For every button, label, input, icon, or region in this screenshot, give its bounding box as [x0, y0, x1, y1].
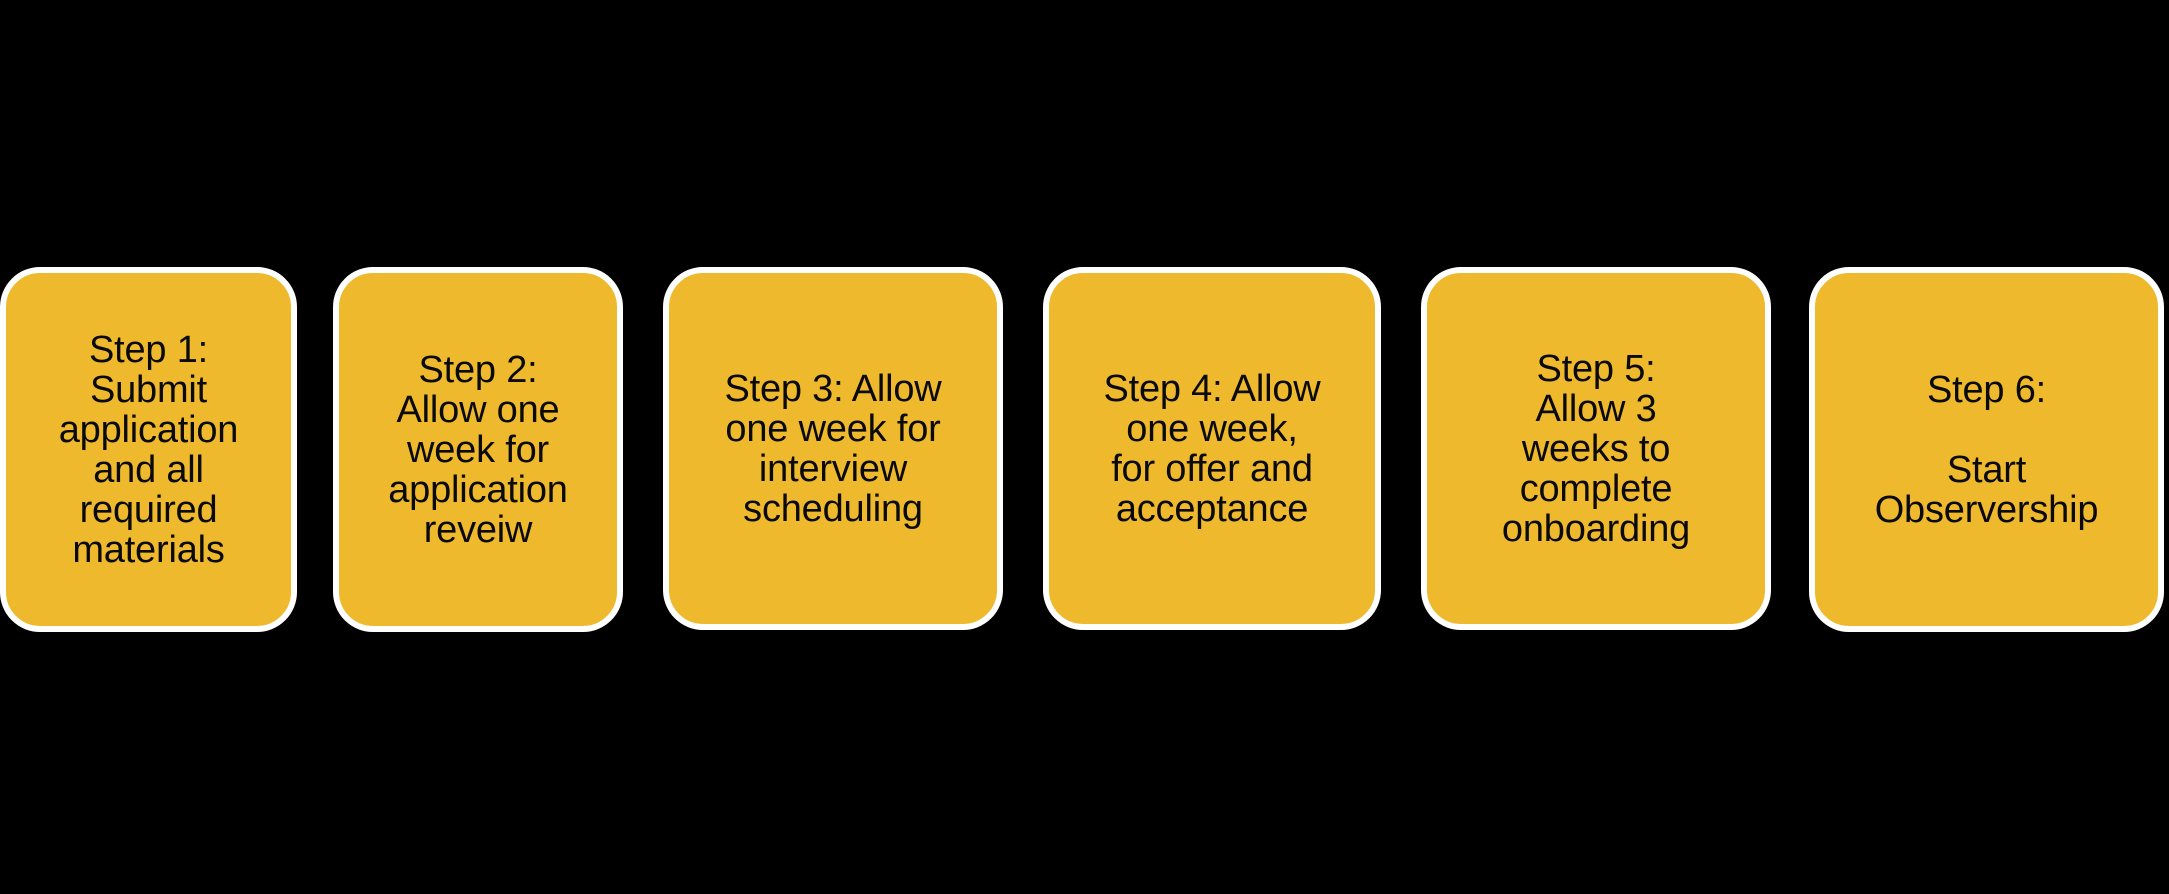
- process-step-5-label: Step 5: Allow 3 weeks to complete onboar…: [1501, 347, 1691, 550]
- process-step-4[interactable]: Step 4: Allow one week, for offer and ac…: [1043, 267, 1381, 630]
- process-step-5[interactable]: Step 5: Allow 3 weeks to complete onboar…: [1421, 267, 1771, 630]
- process-step-1-label: Step 1: Submit application and all requi…: [58, 328, 239, 571]
- process-step-row: Step 1: Submit application and all requi…: [0, 267, 2169, 637]
- process-step-3[interactable]: Step 3: Allow one week for interview sch…: [663, 267, 1003, 630]
- process-step-2-label: Step 2: Allow one week for application r…: [388, 348, 568, 551]
- process-step-3-label: Step 3: Allow one week for interview sch…: [724, 367, 942, 530]
- process-step-4-label: Step 4: Allow one week, for offer and ac…: [1103, 367, 1321, 530]
- process-step-6-label: Step 6: Start Observership: [1874, 368, 2099, 531]
- process-step-6[interactable]: Step 6: Start Observership: [1809, 267, 2164, 632]
- process-step-2[interactable]: Step 2: Allow one week for application r…: [333, 267, 623, 632]
- process-step-1[interactable]: Step 1: Submit application and all requi…: [0, 267, 297, 632]
